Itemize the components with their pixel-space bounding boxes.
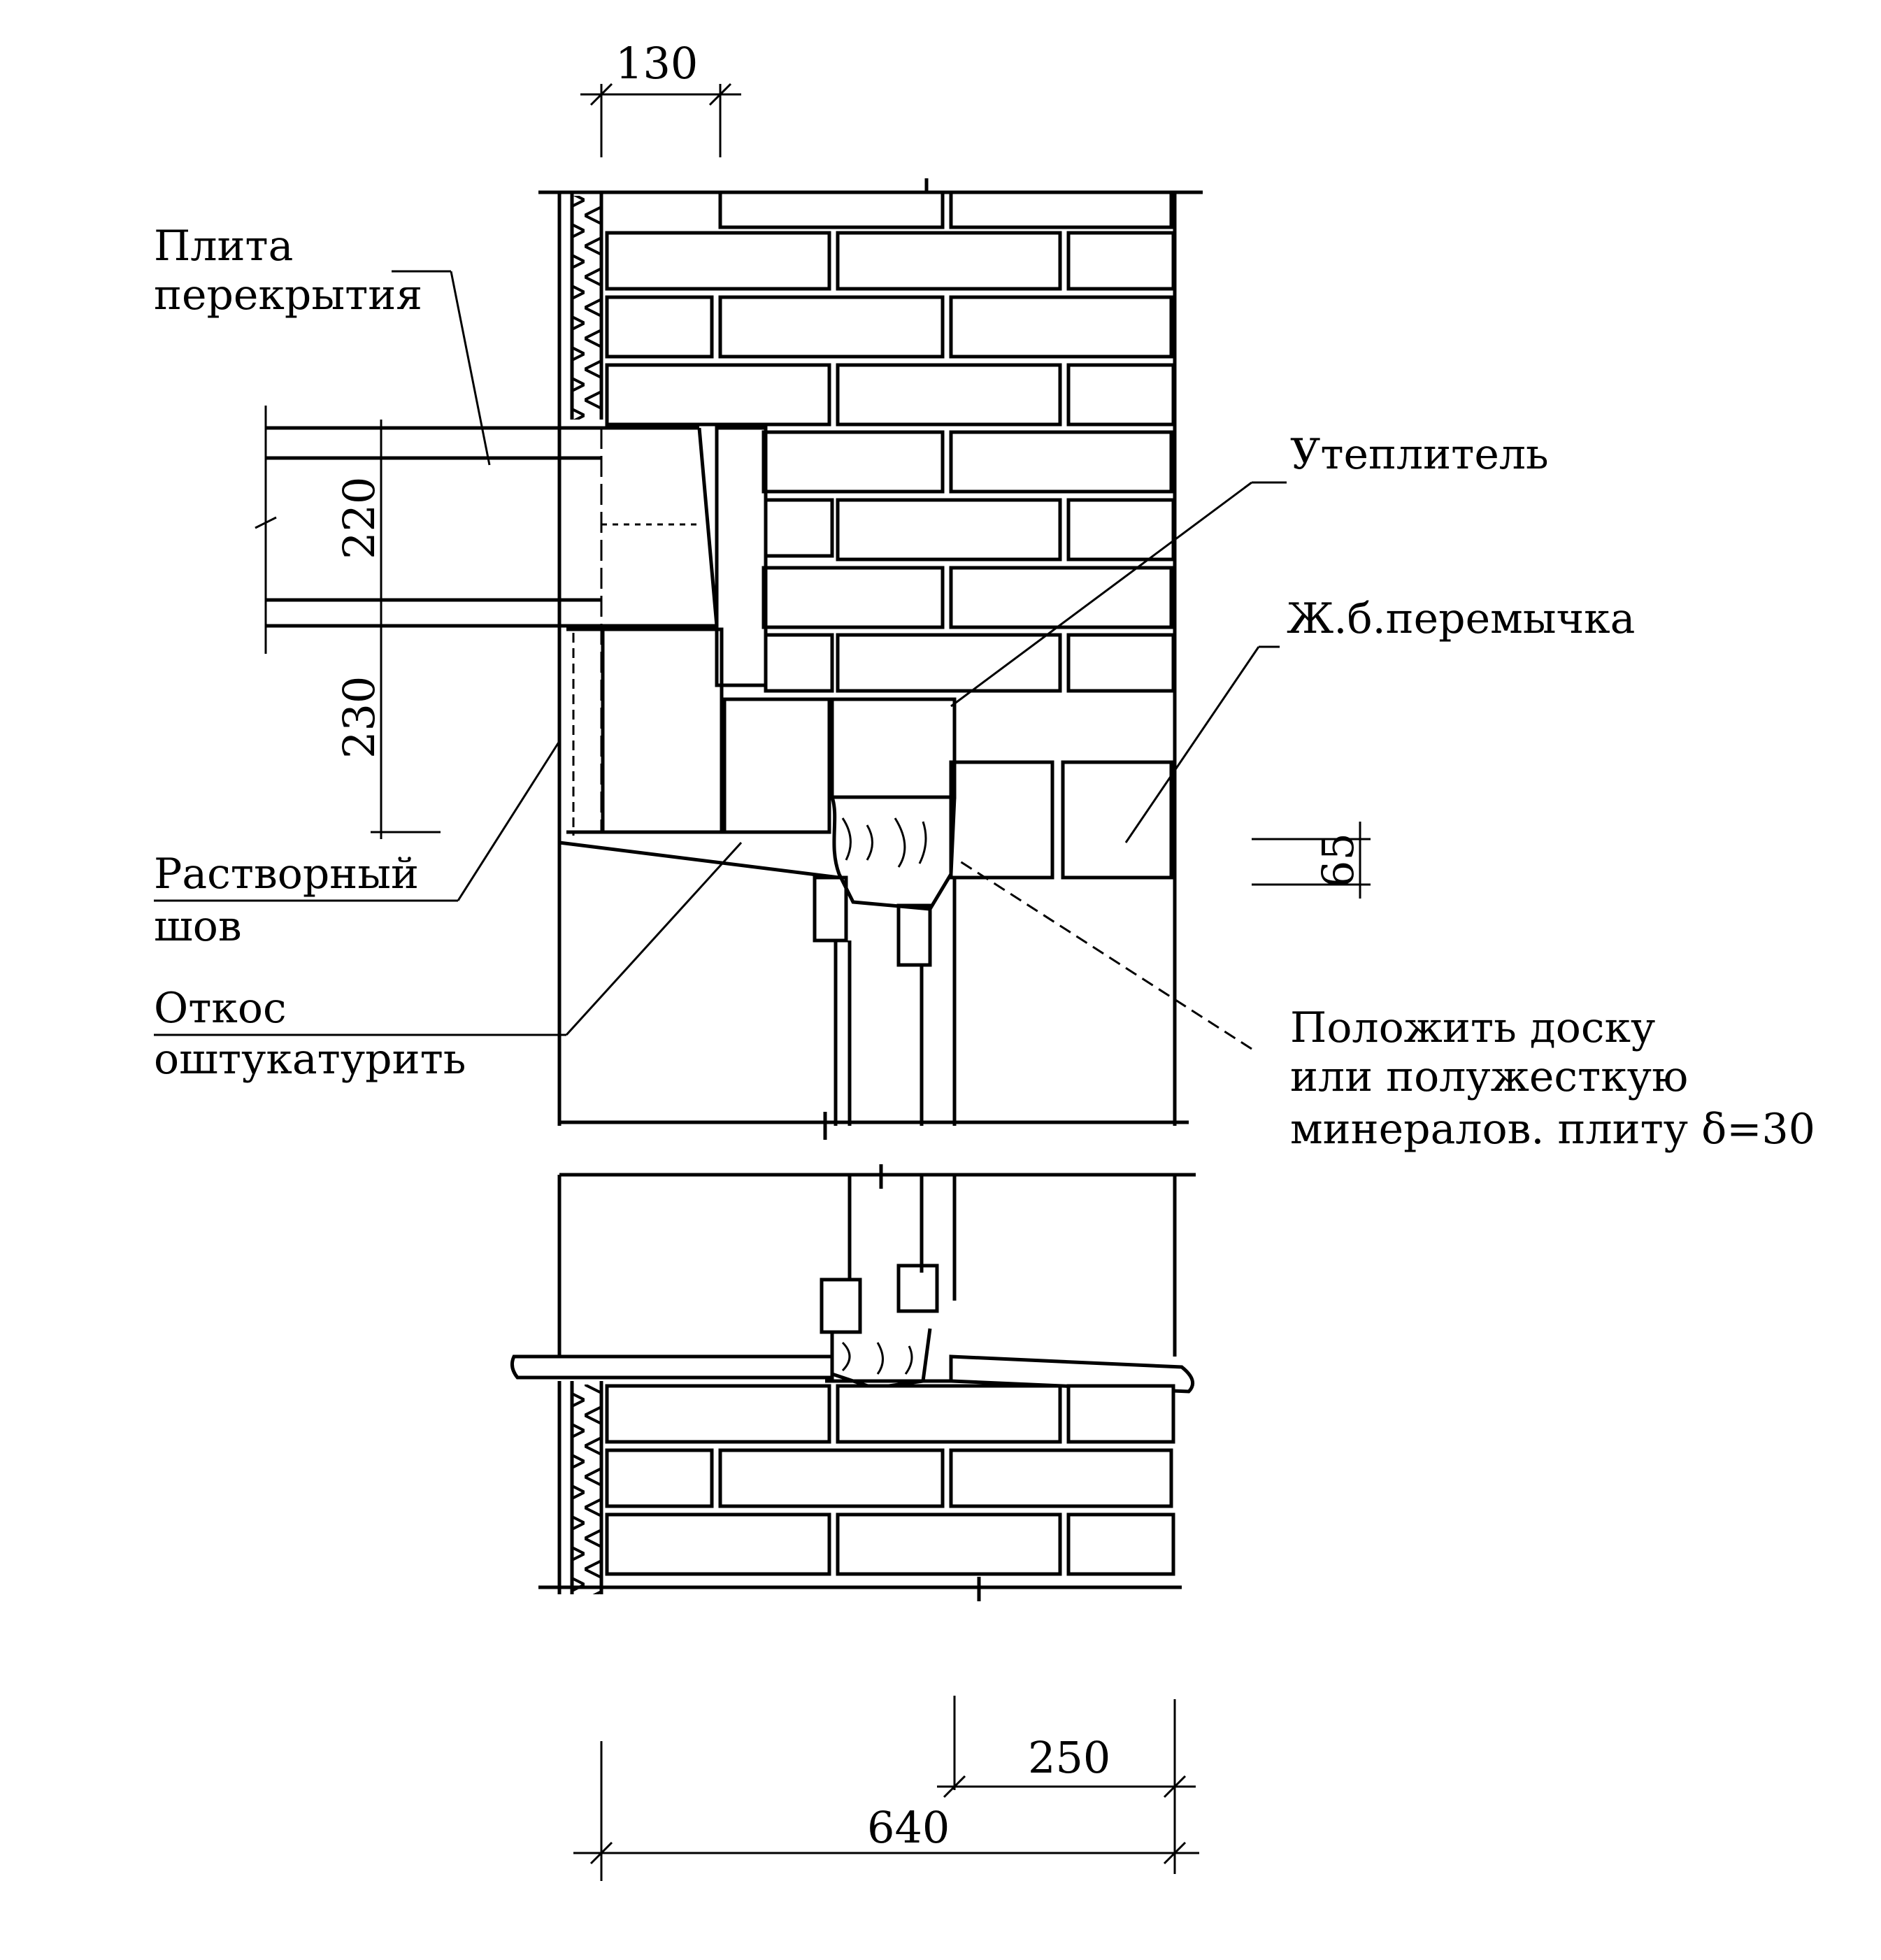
label-insulation: Утеплитель <box>1290 430 1549 479</box>
upper-brick-courses <box>605 190 1175 880</box>
annotation-labels: Плита перекрытия Утеплитель Ж.б.перемычк… <box>154 222 1815 1154</box>
label-board-line2: или полужесткую <box>1290 1052 1688 1101</box>
dim-top: 130 <box>615 38 698 89</box>
dimension-lines <box>255 83 1371 1881</box>
lower-brick-courses <box>538 1381 1182 1601</box>
label-lintel: Ж.б.перемычка <box>1287 594 1635 643</box>
label-slab-line1: Плита <box>154 222 293 271</box>
label-mortar-line2: шов <box>154 902 242 951</box>
dimension-labels: 130 220 230 65 250 640 <box>334 38 1364 1853</box>
label-reveal-line2: оштукатурить <box>154 1035 466 1084</box>
label-board-line1: Положить доску <box>1290 1003 1655 1052</box>
dim-total-width: 640 <box>867 1802 950 1853</box>
lower-wall <box>510 1164 1196 1394</box>
dim-inner-width: 250 <box>1028 1732 1110 1783</box>
dim-slab-thickness: 220 <box>334 477 385 559</box>
label-board-line3: минералов. плиту δ=30 <box>1290 1105 1815 1154</box>
dim-lintel-height: 230 <box>334 676 385 759</box>
leader-lines <box>154 270 1287 1050</box>
label-slab-line2: перекрытия <box>154 271 422 320</box>
label-reveal-line1: Откос <box>154 984 287 1033</box>
window-frame-upper <box>559 875 1189 1140</box>
label-mortar-line1: Растворный <box>154 850 419 899</box>
dim-gap: 65 <box>1313 833 1364 888</box>
lintel <box>559 627 957 911</box>
insulation-block <box>715 426 834 693</box>
